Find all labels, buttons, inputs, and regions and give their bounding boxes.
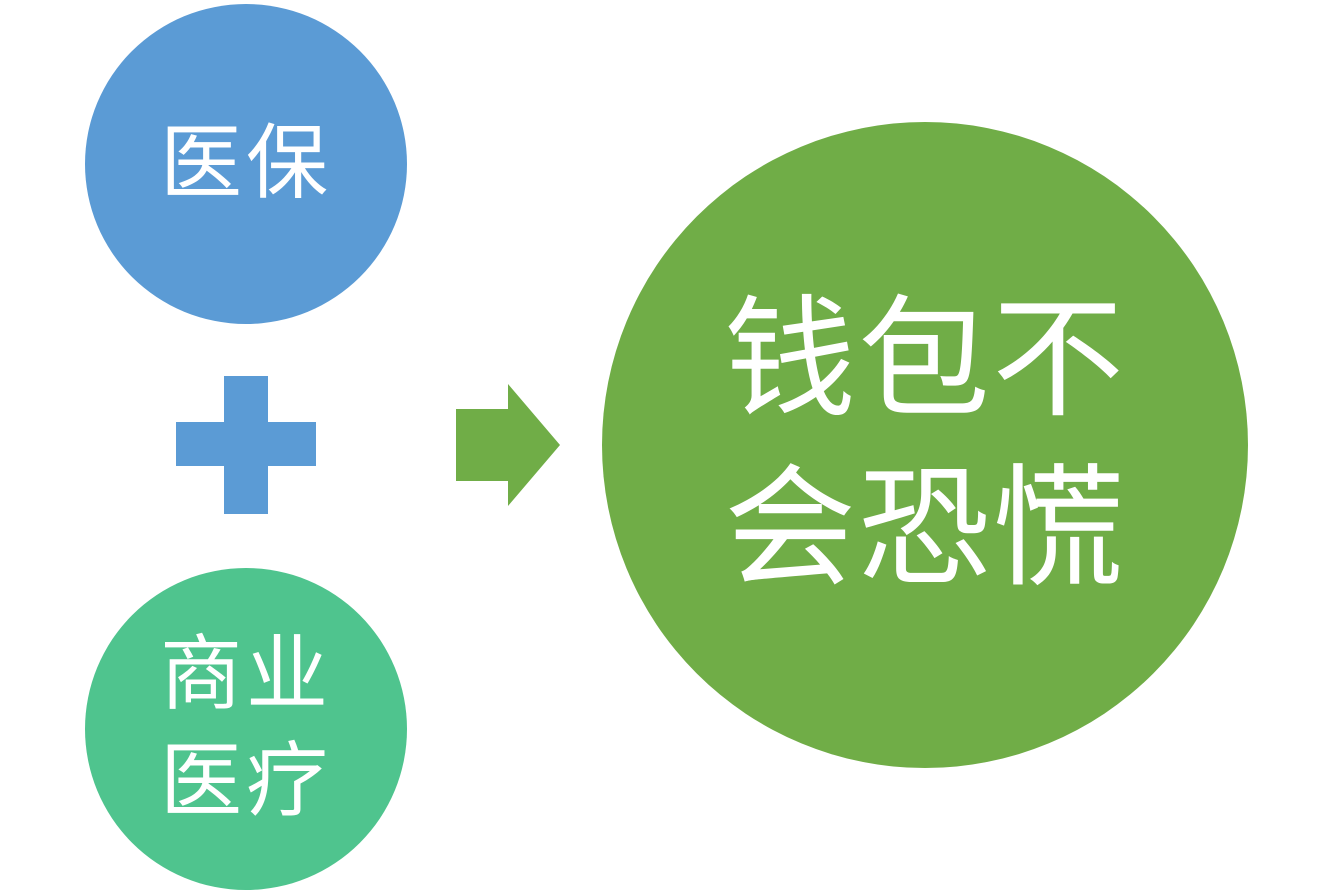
plus-icon: [176, 376, 316, 514]
arrow-right-icon: [456, 384, 560, 506]
result-label: 钱包不 会恐慌: [724, 283, 1126, 606]
result-circle: 钱包不 会恐慌: [602, 122, 1248, 768]
commercial-medical-label: 商业 医疗: [159, 627, 332, 829]
medical-insurance-label: 医保: [159, 115, 332, 211]
commercial-medical-circle: 商业 医疗: [85, 568, 407, 890]
medical-insurance-circle: 医保: [85, 4, 407, 324]
